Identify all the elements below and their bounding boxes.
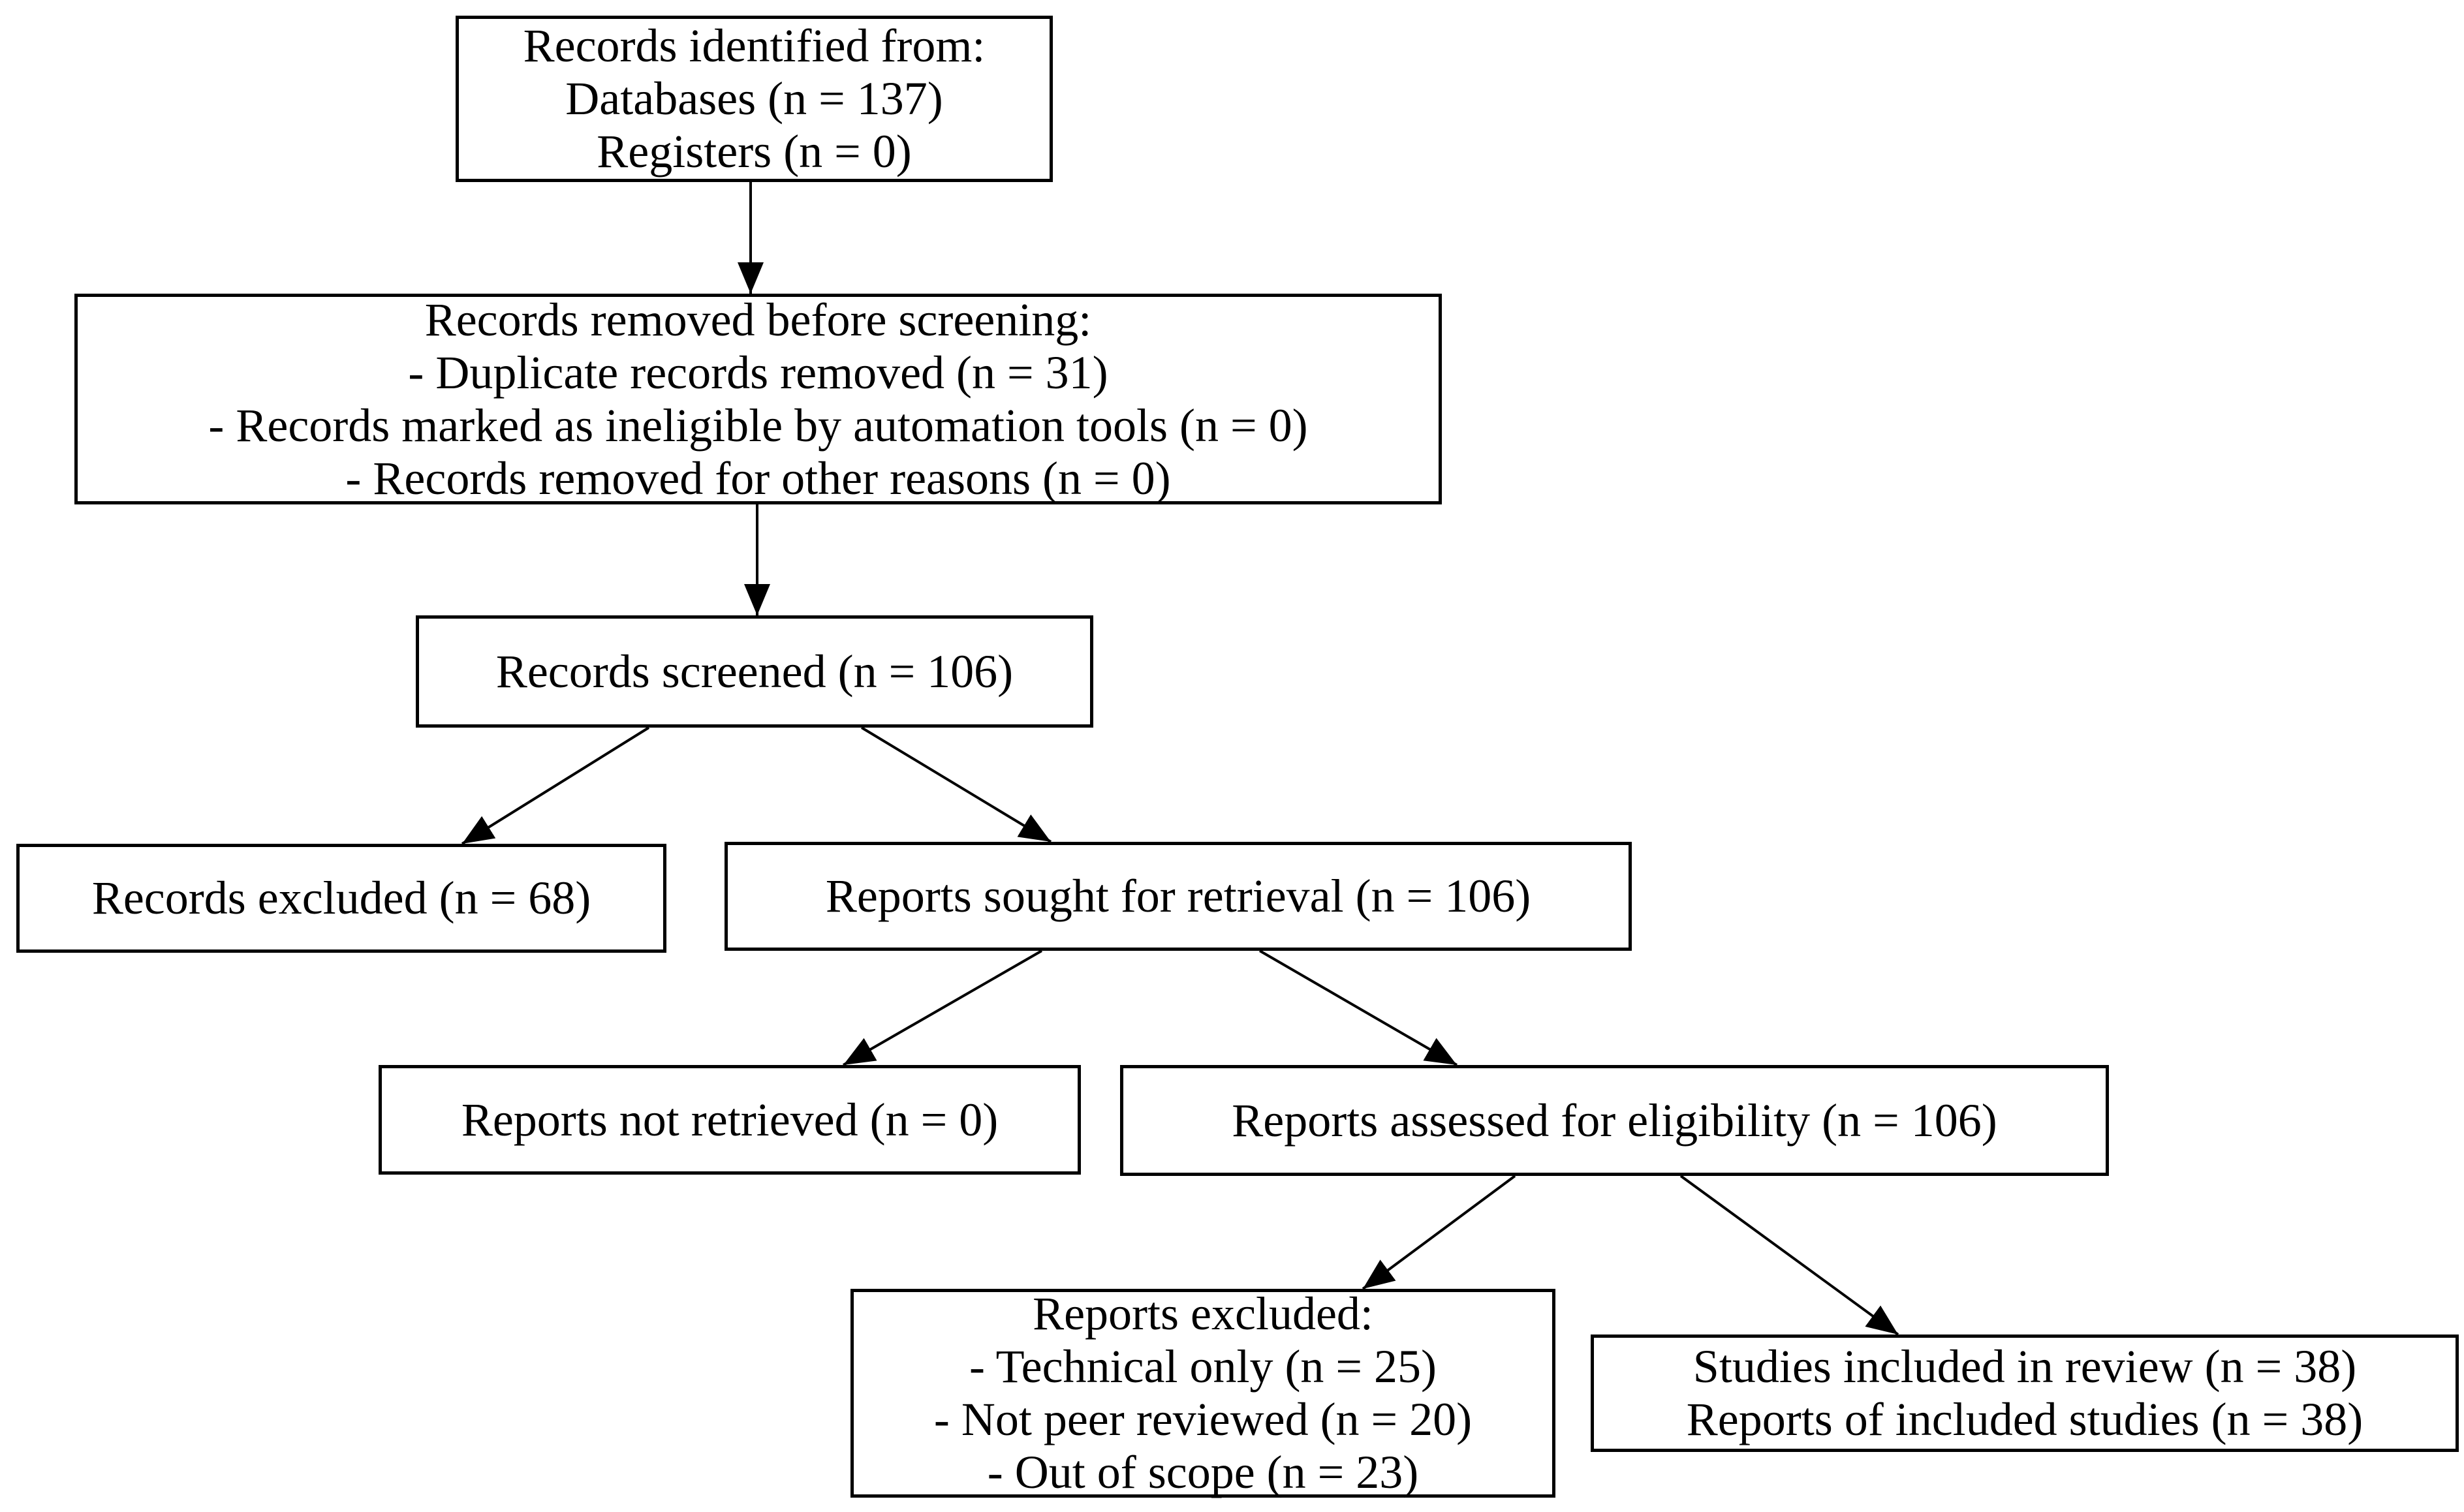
node-text-line: Databases (n = 137) — [565, 72, 943, 125]
node-reports-assessed: Reports assessed for eligibility (n = 10… — [1120, 1065, 2109, 1176]
node-text-line: Reports not retrieved (n = 0) — [461, 1093, 999, 1146]
node-reports-sought: Reports sought for retrieval (n = 106) — [725, 842, 1632, 951]
arrow-assessed-to-reports-excluded — [1362, 1175, 1516, 1290]
node-text-line: Studies included in review (n = 38) — [1692, 1340, 2357, 1393]
node-text-line: Records screened (n = 106) — [495, 645, 1014, 698]
node-text-line: Records identified from: — [523, 20, 986, 72]
node-text-line: - Not peer reviewed (n = 20) — [933, 1393, 1473, 1445]
node-records-excluded: Records excluded (n = 68) — [16, 844, 666, 953]
arrow-sought-to-not-retrieved — [843, 949, 1042, 1066]
arrow-screened-to-records-excluded — [461, 726, 650, 845]
node-reports-not-retrieved: Reports not retrieved (n = 0) — [379, 1065, 1081, 1175]
node-text-line: - Duplicate records removed (n = 31) — [408, 346, 1108, 399]
node-text-line: Reports sought for retrieval (n = 106) — [825, 870, 1531, 922]
node-reports-excluded: Reports excluded: - Technical only (n = … — [850, 1288, 1555, 1498]
node-studies-included: Studies included in review (n = 38) Repo… — [1591, 1335, 2459, 1452]
node-text-line: - Records marked as ineligible by automa… — [208, 399, 1308, 452]
node-text-line: - Out of scope (n = 23) — [987, 1446, 1419, 1498]
node-text-line: - Records removed for other reasons (n =… — [345, 452, 1171, 504]
arrow-sought-to-assessed — [1258, 949, 1458, 1066]
node-text-line: Records excluded (n = 68) — [91, 872, 591, 924]
node-text-line: - Technical only (n = 25) — [969, 1340, 1437, 1393]
node-text-line: Reports of included studies (n = 38) — [1686, 1393, 2363, 1445]
node-text-line: Registers (n = 0) — [597, 125, 912, 177]
arrow-screened-to-sought — [860, 726, 1052, 843]
node-text-line: Reports excluded: — [1033, 1288, 1373, 1340]
node-text-line: Reports assessed for eligibility (n = 10… — [1232, 1094, 1997, 1147]
node-records-removed: Records removed before screening: - Dupl… — [74, 294, 1442, 504]
arrow-assessed-to-included — [1679, 1175, 1899, 1336]
node-records-screened: Records screened (n = 106) — [416, 615, 1093, 728]
node-text-line: Records removed before screening: — [424, 293, 1092, 346]
node-records-identified: Records identified from: Databases (n = … — [456, 16, 1053, 182]
